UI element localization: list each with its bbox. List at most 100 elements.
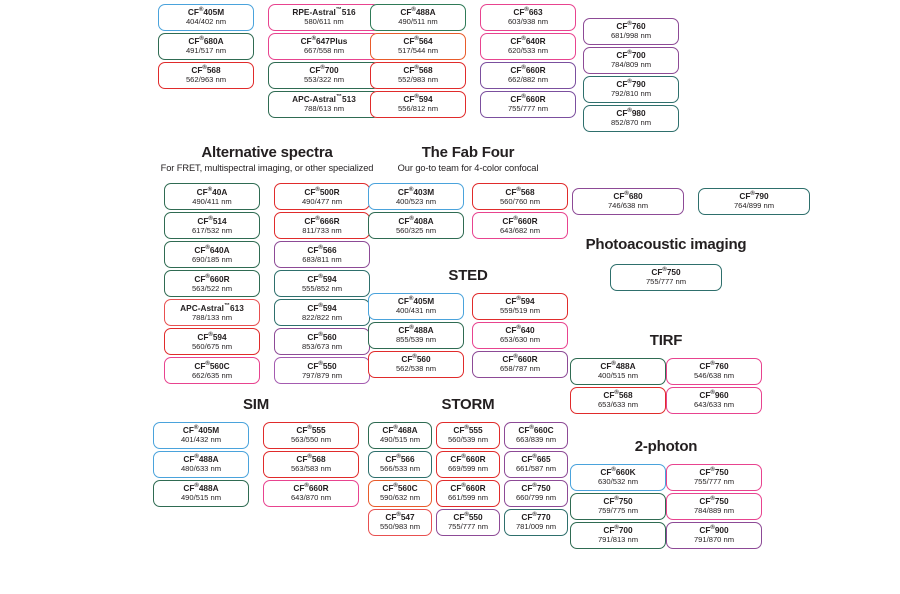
section-subtitle: For FRET, multispectral imaging, or othe… — [160, 163, 374, 174]
dye-spectra-value: 681/998 nm — [610, 31, 652, 41]
dye-spectra-value: 662/635 nm — [191, 370, 233, 380]
dye-name: CF®660R — [450, 454, 486, 465]
dye-name: APC-Astral™513 — [292, 94, 356, 105]
section-subtitle: Our go-to team for 4-color confocal — [397, 163, 539, 174]
dye-name: CF®594 — [307, 273, 337, 284]
dye-spectra-value: 755/777 nm — [447, 522, 489, 532]
dye-name: CF®555 — [453, 425, 483, 436]
dye-spectra-value: 667/558 nm — [303, 46, 345, 56]
dye-name: CF®660R — [502, 354, 538, 365]
dye-spectra-value: 661/599 nm — [447, 493, 489, 503]
dye-spectra-value: 620/533 nm — [507, 46, 549, 56]
dye-spectra-value: 661/587 nm — [515, 464, 557, 474]
dye-name: CF®594 — [307, 302, 337, 313]
dye-name: CF®488A — [183, 454, 219, 465]
dye-name: CF®560C — [194, 360, 230, 371]
dye-spectra-value: 662/882 nm — [507, 75, 549, 85]
